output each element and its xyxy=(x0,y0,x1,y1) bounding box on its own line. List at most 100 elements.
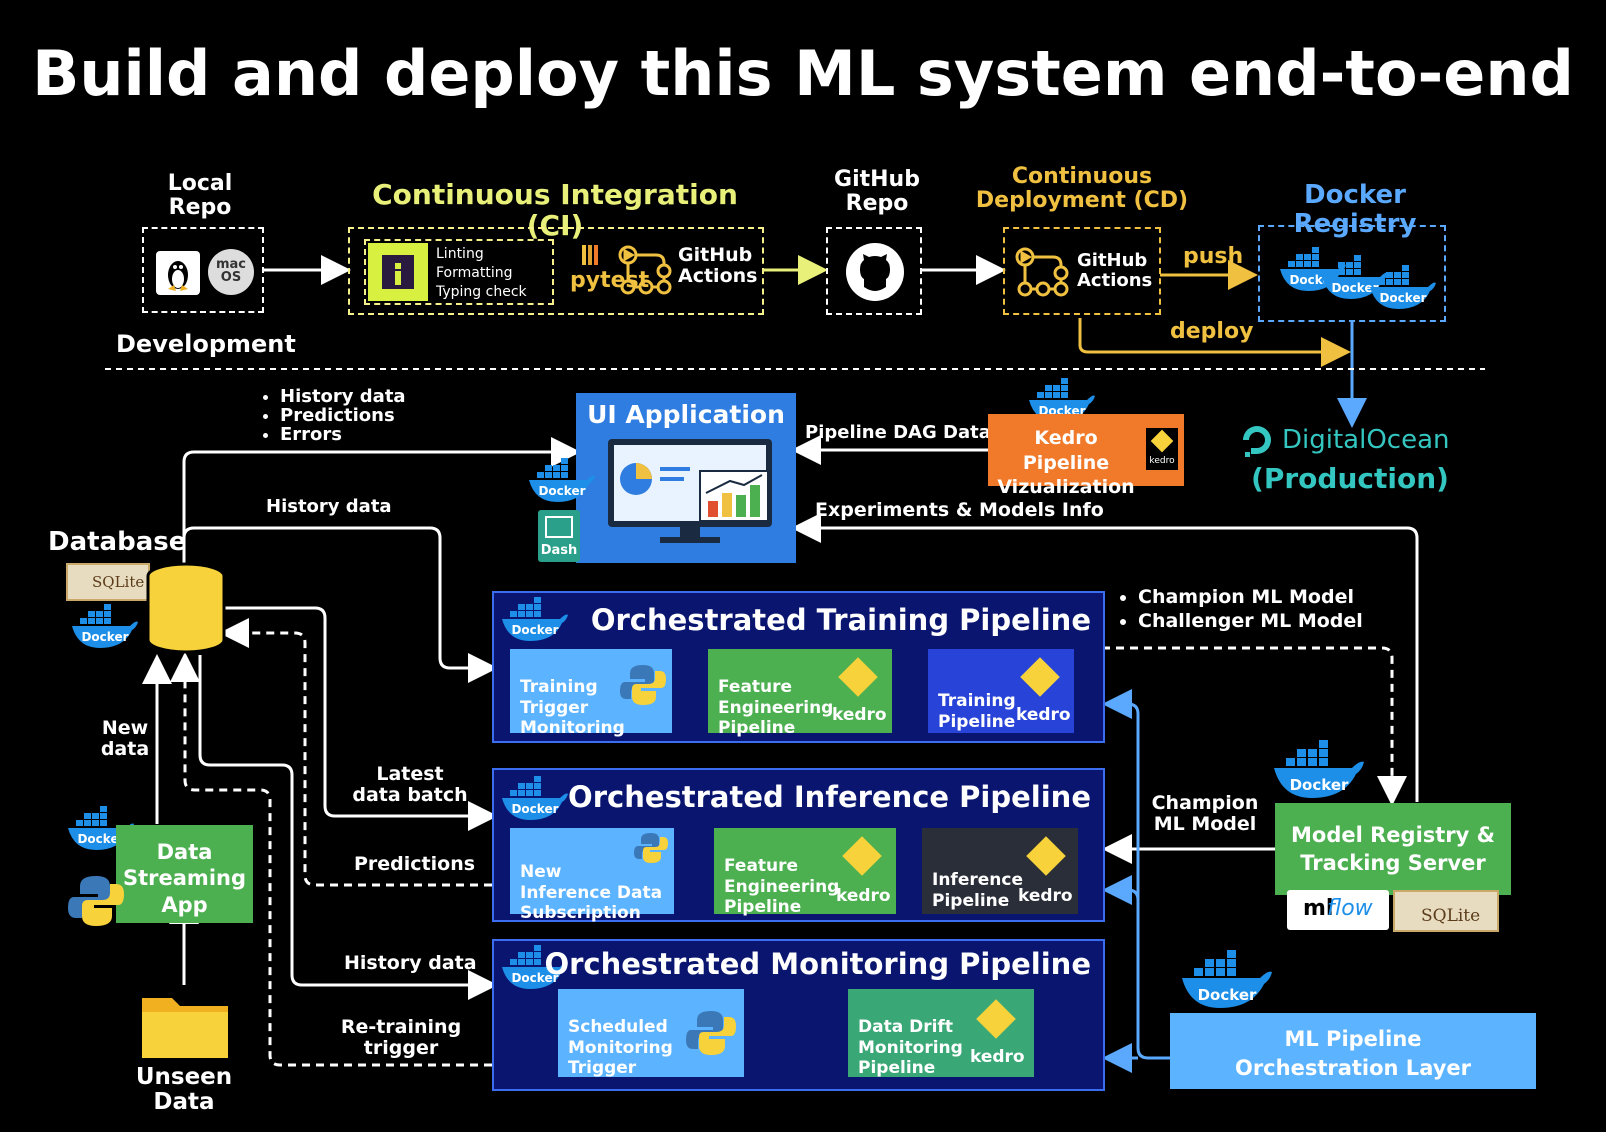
docker-registry-title: Docker Registry xyxy=(1293,180,1417,239)
ui-inputs-list: History data Predictions Errors xyxy=(260,387,406,445)
cd-box: GitHub Actions xyxy=(1003,227,1161,315)
docker-icon: Docker xyxy=(1272,740,1366,800)
github-repo-box xyxy=(826,227,922,315)
inference-feature-stage: Feature Engineering Pipeline kedro xyxy=(714,828,896,917)
github-actions-icon xyxy=(616,243,674,299)
orchestration-layer-label: ML Pipeline Orchestration Layer xyxy=(1234,1027,1472,1081)
arrow-orch-to-training xyxy=(1102,689,1170,1060)
training-trigger-stage: Training Trigger Monitoring xyxy=(510,649,672,738)
push-label: push xyxy=(1183,244,1244,269)
monitoring-trigger-stage: Scheduled Monitoring Trigger xyxy=(558,989,744,1078)
development-label: Development xyxy=(116,330,296,358)
pytest-icon: pytest xyxy=(570,243,649,303)
python-icon xyxy=(634,832,668,864)
arrow-predictions-to-db xyxy=(219,618,492,887)
inference-pipeline-box: Docker Orchestrated Inference Pipeline N… xyxy=(492,768,1105,923)
linux-icon xyxy=(156,251,200,295)
database-icon xyxy=(146,562,226,654)
champion-model-label: Champion ML Model xyxy=(1151,792,1259,835)
latest-batch-label: Latest data batch xyxy=(352,763,468,806)
docker-icon: Docker xyxy=(500,945,570,991)
arrow-db-to-ui xyxy=(182,437,581,565)
list-item: Errors xyxy=(280,425,406,445)
python-icon xyxy=(68,874,124,928)
orchestration-layer-box: ML Pipeline Orchestration Layer xyxy=(1170,1013,1536,1089)
ci-checks-text: Linting Formatting Typing check xyxy=(436,246,527,300)
retraining-trigger-label: Re-training trigger xyxy=(340,1016,462,1059)
monitoring-title: Orchestrated Monitoring Pipeline xyxy=(544,947,1091,981)
local-repo-box: mac OS xyxy=(142,227,264,313)
models-list: Champion ML Model Challenger ML Model xyxy=(1118,586,1363,634)
ci-title: Continuous Integration (CI) xyxy=(372,178,738,242)
training-pipeline-stage: Training Pipeline kedro xyxy=(928,649,1074,733)
docker-icon: Docker xyxy=(500,597,570,643)
pipeline-dag-label: Pipeline DAG Data xyxy=(805,422,991,443)
arrow-retraining-trigger xyxy=(170,652,492,1067)
folder-icon xyxy=(140,992,230,1060)
training-pipeline-box: Docker Orchestrated Training Pipeline Tr… xyxy=(492,591,1105,743)
ui-title: UI Application xyxy=(587,400,785,429)
model-registry-label: Model Registry & Tracking Server xyxy=(1291,823,1495,876)
arrow-registry-to-ui xyxy=(791,513,1419,802)
python-icon xyxy=(686,1009,736,1057)
macos-icon: mac OS xyxy=(208,249,254,295)
ruff-icon xyxy=(368,243,428,301)
ci-checks-box: Linting Formatting Typing check xyxy=(364,239,554,305)
sqlite-logo: SQLite xyxy=(1393,890,1499,932)
docker-registry-box: Docker Docker Docker xyxy=(1258,225,1446,322)
predictions-label: Predictions xyxy=(354,853,476,875)
docker-icon: Docker xyxy=(500,776,570,822)
kedro-icon: kedro xyxy=(1146,428,1178,470)
sqlite-logo: SQLite xyxy=(66,563,150,601)
training-title: Orchestrated Training Pipeline xyxy=(590,603,1091,637)
docker-icon: Docker xyxy=(1368,265,1438,311)
github-actions-cd-icon xyxy=(1013,245,1071,301)
list-item: History data xyxy=(280,387,406,407)
data-streaming-app-box: Data Streaming App xyxy=(116,825,253,923)
arrow-models-to-registry xyxy=(1102,646,1407,806)
digitalocean-icon xyxy=(1240,424,1274,458)
training-feature-stage: Feature Engineering Pipeline kedro xyxy=(708,649,892,738)
github-icon xyxy=(846,243,904,301)
gha-ci-label: GitHub Actions xyxy=(678,244,758,287)
pytest-label: pytest xyxy=(570,268,650,293)
inference-subscription-stage: New Inference Data Subscription xyxy=(510,828,674,923)
data-streaming-label: Data Streaming App xyxy=(123,840,246,917)
list-item: Champion ML Model xyxy=(1138,586,1363,610)
gha-cd-label: GitHub Actions xyxy=(1077,250,1153,291)
ui-application-box: UI Application xyxy=(576,393,796,563)
arrow-history-to-monitoring xyxy=(198,655,498,1000)
docker-icon: Docker xyxy=(527,458,597,504)
arrow-history-to-training xyxy=(182,526,498,683)
ci-box: Linting Formatting Typing check pytest G… xyxy=(348,227,764,315)
experiments-label: Experiments & Models Info xyxy=(815,499,1104,521)
github-repo-label: GitHub Repo xyxy=(834,167,920,217)
arrow-orch-to-inference xyxy=(1102,875,1140,905)
dash-icon: Dash xyxy=(538,510,580,562)
cd-title: Continuous Deployment (CD) xyxy=(975,164,1189,214)
list-item: Predictions xyxy=(280,406,406,426)
digitalocean-label: DigitalOcean xyxy=(1282,425,1450,455)
model-registry-box: Model Registry & Tracking Server xyxy=(1275,803,1511,895)
dashboard-monitor-icon xyxy=(600,437,778,549)
deploy-label: deploy xyxy=(1170,319,1254,344)
docker-icon: Docker xyxy=(1320,255,1390,301)
history-data-label: History data xyxy=(266,496,392,517)
docker-icon: Docker xyxy=(1180,950,1274,1010)
monitoring-pipeline-box: Docker Orchestrated Monitoring Pipeline … xyxy=(492,939,1105,1091)
inference-pipeline-stage: Inference Pipeline kedro xyxy=(922,828,1078,914)
production-label: (Production) xyxy=(1251,462,1449,495)
kedro-viz-label: Kedro Pipeline Vizualization xyxy=(997,427,1135,499)
page-title: Build and deploy this ML system end-to-e… xyxy=(32,37,1574,110)
unseen-data-label: Unseen Data xyxy=(135,1064,233,1116)
data-drift-stage: Data Drift Monitoring Pipeline kedro xyxy=(848,989,1034,1078)
arrow-latest-batch xyxy=(225,606,498,831)
inference-title: Orchestrated Inference Pipeline xyxy=(568,780,1091,814)
python-icon xyxy=(620,663,666,707)
new-data-label: New data xyxy=(100,717,150,760)
history-data-2-label: History data xyxy=(344,952,477,974)
list-item: Challenger ML Model xyxy=(1138,610,1363,634)
mlflow-logo: ml flow xyxy=(1287,890,1389,930)
database-title: Database xyxy=(48,527,187,557)
kedro-viz-box: Kedro Pipeline Vizualization kedro xyxy=(988,414,1184,498)
